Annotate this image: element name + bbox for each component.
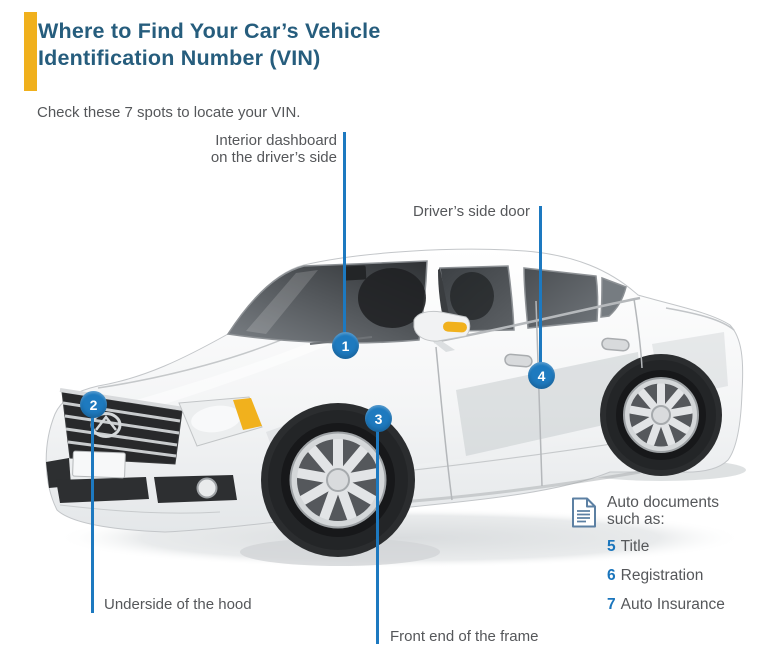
door-handles [504, 337, 630, 368]
side-mirror [413, 310, 471, 352]
title-accent-bar [24, 12, 37, 91]
front-wheel [261, 403, 415, 557]
callout-line-door [539, 206, 542, 363]
callout-label-frame: Front end of the frame [390, 628, 539, 645]
front-bumper [46, 450, 237, 514]
fog-light [196, 477, 218, 499]
rear-wheel [600, 354, 722, 476]
callout-label-hood: Underside of the hood [104, 596, 252, 613]
callout-label-door: Driver’s side door [413, 203, 530, 220]
headlight [178, 396, 263, 447]
page-title: Where to Find Your Car’s Vehicle Identif… [38, 19, 381, 70]
license-plate [72, 450, 126, 479]
documents-item-label: Registration [620, 567, 704, 584]
intro-text: Check these 7 spots to locate your VIN. [37, 104, 301, 121]
callout-number: 3 [374, 410, 383, 427]
callout-badge-dashboard: 1 [332, 332, 359, 359]
documents-heading: Auto documents such as: [607, 494, 720, 528]
document-icon [572, 497, 596, 528]
callout-number: 4 [537, 367, 546, 384]
documents-item-label: Title [620, 538, 650, 555]
callout-badge-frame: 3 [365, 405, 392, 432]
callout-line-frame [376, 430, 379, 644]
callout-number: 2 [89, 396, 98, 413]
callout-badge-hood: 2 [80, 391, 107, 418]
documents-item-number: 6 [607, 567, 616, 584]
windshield [226, 260, 428, 345]
door-details [435, 298, 643, 501]
callout-label-dashboard: Interior dashboard on the driver’s side [210, 132, 337, 166]
callout-number: 1 [341, 337, 350, 354]
documents-item-label: Auto Insurance [620, 596, 725, 613]
callout-badge-door: 4 [528, 362, 555, 389]
callout-line-hood [91, 416, 94, 613]
documents-item-number: 5 [607, 538, 616, 555]
callout-line-dashboard [343, 132, 346, 332]
mirror-indicator [443, 321, 467, 333]
documents-item-number: 7 [607, 596, 616, 613]
